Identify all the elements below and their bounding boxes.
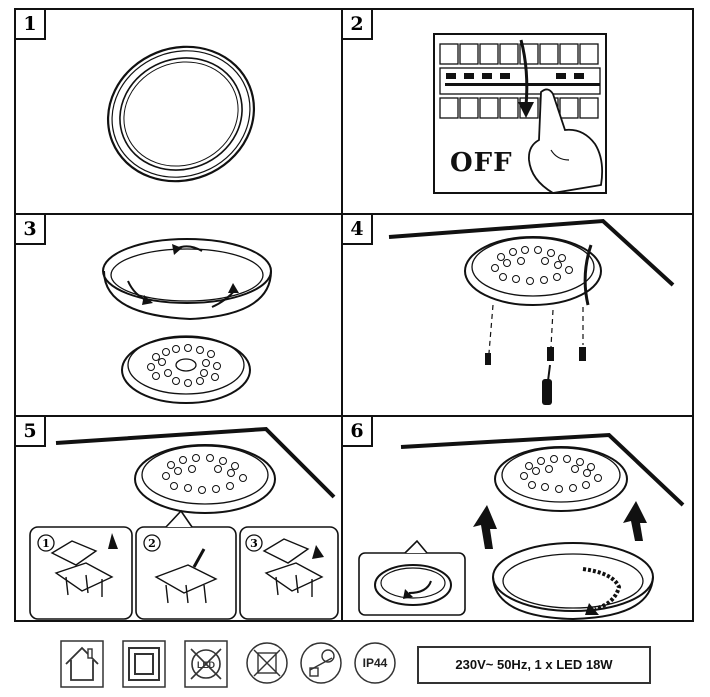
step-5-panel: 5: [16, 417, 341, 622]
step-1-panel: 1: [16, 10, 341, 213]
switch-off-illustration: [433, 33, 607, 194]
led-not-replaceable-icon: LED: [184, 640, 228, 688]
led-label: LED: [197, 660, 216, 670]
no-bulb-replace-icon: [300, 642, 342, 684]
step-number: 6: [343, 417, 373, 447]
substep-3-number: 3: [250, 537, 258, 550]
grid-divider-row2: [16, 415, 692, 417]
step-number: 4: [343, 215, 373, 245]
ip-rating-label: IP44: [363, 656, 388, 670]
remove-cover-illustration: [102, 238, 272, 404]
step-4-panel: 4: [343, 215, 694, 415]
off-label: OFF: [450, 148, 513, 178]
indoor-use-icon: [60, 640, 104, 688]
attach-cover-illustration: [358, 432, 685, 621]
instruction-grid: 1 2: [14, 8, 694, 622]
class-ii-insulation-icon: [122, 640, 166, 688]
substep-2-number: 2: [148, 537, 156, 550]
no-dimmer-icon: [246, 642, 288, 684]
step-number: 2: [343, 10, 373, 40]
grid-divider-vertical: [341, 10, 343, 620]
step-number: 1: [16, 10, 46, 40]
grid-divider-row1: [16, 213, 692, 215]
luminaire-illustration: [106, 45, 256, 183]
electrical-spec-label: 230V~ 50Hz, 1 x LED 18W: [417, 646, 651, 684]
step-number: 3: [16, 215, 46, 245]
step-number: 5: [16, 417, 46, 447]
step-6-panel: 6: [343, 417, 694, 622]
substep-1-number: 1: [42, 537, 50, 550]
wiring-illustration: 1 2 3: [29, 426, 339, 620]
ip-rating-icon: IP44: [354, 642, 396, 684]
step-3-panel: 3: [16, 215, 341, 415]
mount-base-illustration: [388, 218, 675, 405]
step-2-panel: 2: [343, 10, 694, 213]
